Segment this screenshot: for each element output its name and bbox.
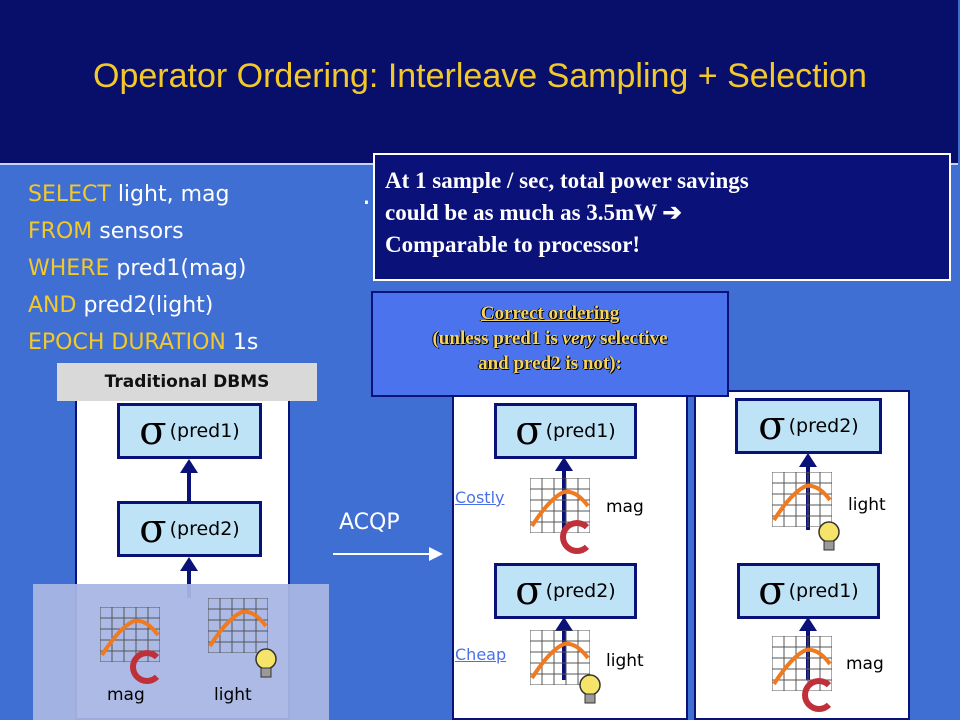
lightbulb-icon xyxy=(579,674,601,704)
sql-keyword: AND xyxy=(28,293,77,318)
sql-text: 1s xyxy=(225,330,259,355)
mag-label: mag xyxy=(846,654,884,674)
mag-label: mag xyxy=(107,685,145,705)
sql-text: pred2(light) xyxy=(76,293,214,318)
light-label: light xyxy=(848,495,886,515)
right-arrow-icon: ➔ xyxy=(662,200,682,225)
sql-query: SELECT light, mag FROM sensors WHERE pre… xyxy=(28,176,258,361)
ordering-line: Correct ordering xyxy=(480,303,620,324)
flow-arrow-head xyxy=(180,557,198,571)
callout-line: At 1 sample / sec, total power savings xyxy=(385,168,749,193)
flow-arrow-head xyxy=(799,453,817,467)
sampling-region xyxy=(33,584,329,720)
magnet-icon xyxy=(560,520,594,554)
pred-label: (pred1) xyxy=(169,420,240,442)
flow-arrow-head xyxy=(180,459,198,473)
light-label: light xyxy=(214,685,252,705)
sql-keyword: WHERE xyxy=(28,256,110,281)
pred-label: (pred2) xyxy=(169,518,240,540)
selection-pred2-acqp: σ(pred2) xyxy=(494,563,637,619)
sigma-symbol: σ xyxy=(758,403,786,449)
magnet-icon xyxy=(802,678,836,712)
flow-arrow-head xyxy=(799,617,817,631)
pred-label: (pred2) xyxy=(788,415,859,437)
correct-ordering-box: Correct ordering (unless pred1 is very s… xyxy=(371,291,729,397)
flow-arrow-head xyxy=(555,457,573,471)
sigma-symbol: σ xyxy=(515,568,543,614)
magnet-icon xyxy=(130,650,164,684)
pred-label: (pred1) xyxy=(788,580,859,602)
sql-text: light, mag xyxy=(110,182,230,207)
sigma-symbol: σ xyxy=(139,408,167,454)
ordering-emphasis: very xyxy=(562,328,596,349)
light-sensor-graph xyxy=(772,472,832,527)
acqp-label: ACQP xyxy=(339,510,400,535)
pred-label: (pred1) xyxy=(545,420,616,442)
ordering-line: and pred2 is not): xyxy=(478,353,622,374)
mag-label: mag xyxy=(606,497,644,517)
light-label: light xyxy=(606,651,644,671)
flow-arrow xyxy=(187,472,191,502)
ordering-text: selective xyxy=(595,328,668,349)
acqp-arrow-icon xyxy=(333,547,443,561)
flow-arrow xyxy=(562,470,566,540)
bullet-dot: · xyxy=(362,186,371,219)
selection-pred1-acqp: σ(pred1) xyxy=(494,403,637,459)
sql-keyword: FROM xyxy=(28,219,93,244)
light-sensor-graph xyxy=(530,630,590,685)
selection-pred2-right: σ(pred2) xyxy=(735,398,882,454)
callout-line: could be as much as 3.5mW xyxy=(385,200,657,225)
sigma-symbol: σ xyxy=(758,568,786,614)
selection-pred2-traditional: σ(pred2) xyxy=(117,501,262,557)
slide-title: Operator Ordering: Interleave Sampling +… xyxy=(93,57,867,95)
mag-sensor-graph xyxy=(772,636,832,691)
selection-pred1-traditional: σ(pred1) xyxy=(117,403,262,459)
mag-sensor-graph xyxy=(530,478,590,533)
cheap-label: Cheap xyxy=(455,645,507,664)
ordering-text: (unless pred1 is xyxy=(432,328,563,349)
flow-arrow xyxy=(562,630,566,680)
traditional-dbms-label: Traditional DBMS xyxy=(57,363,317,401)
sigma-symbol: σ xyxy=(139,506,167,552)
power-savings-callout: At 1 sample / sec, total power savings c… xyxy=(373,153,951,281)
costly-label: Costly xyxy=(455,488,505,507)
sigma-symbol: σ xyxy=(515,408,543,454)
flow-arrow-head xyxy=(555,617,573,631)
light-sensor-graph xyxy=(208,598,268,653)
callout-line: Comparable to processor! xyxy=(385,232,641,257)
pred-label: (pred2) xyxy=(545,580,616,602)
sql-keyword: EPOCH DURATION xyxy=(28,330,226,355)
sql-keyword: SELECT xyxy=(28,182,111,207)
sql-text: pred1(mag) xyxy=(109,256,247,281)
lightbulb-icon xyxy=(255,648,277,678)
mag-sensor-graph xyxy=(100,607,160,662)
lightbulb-icon xyxy=(818,521,840,551)
sql-text: sensors xyxy=(92,219,184,244)
selection-pred1-right: σ(pred1) xyxy=(737,563,880,619)
